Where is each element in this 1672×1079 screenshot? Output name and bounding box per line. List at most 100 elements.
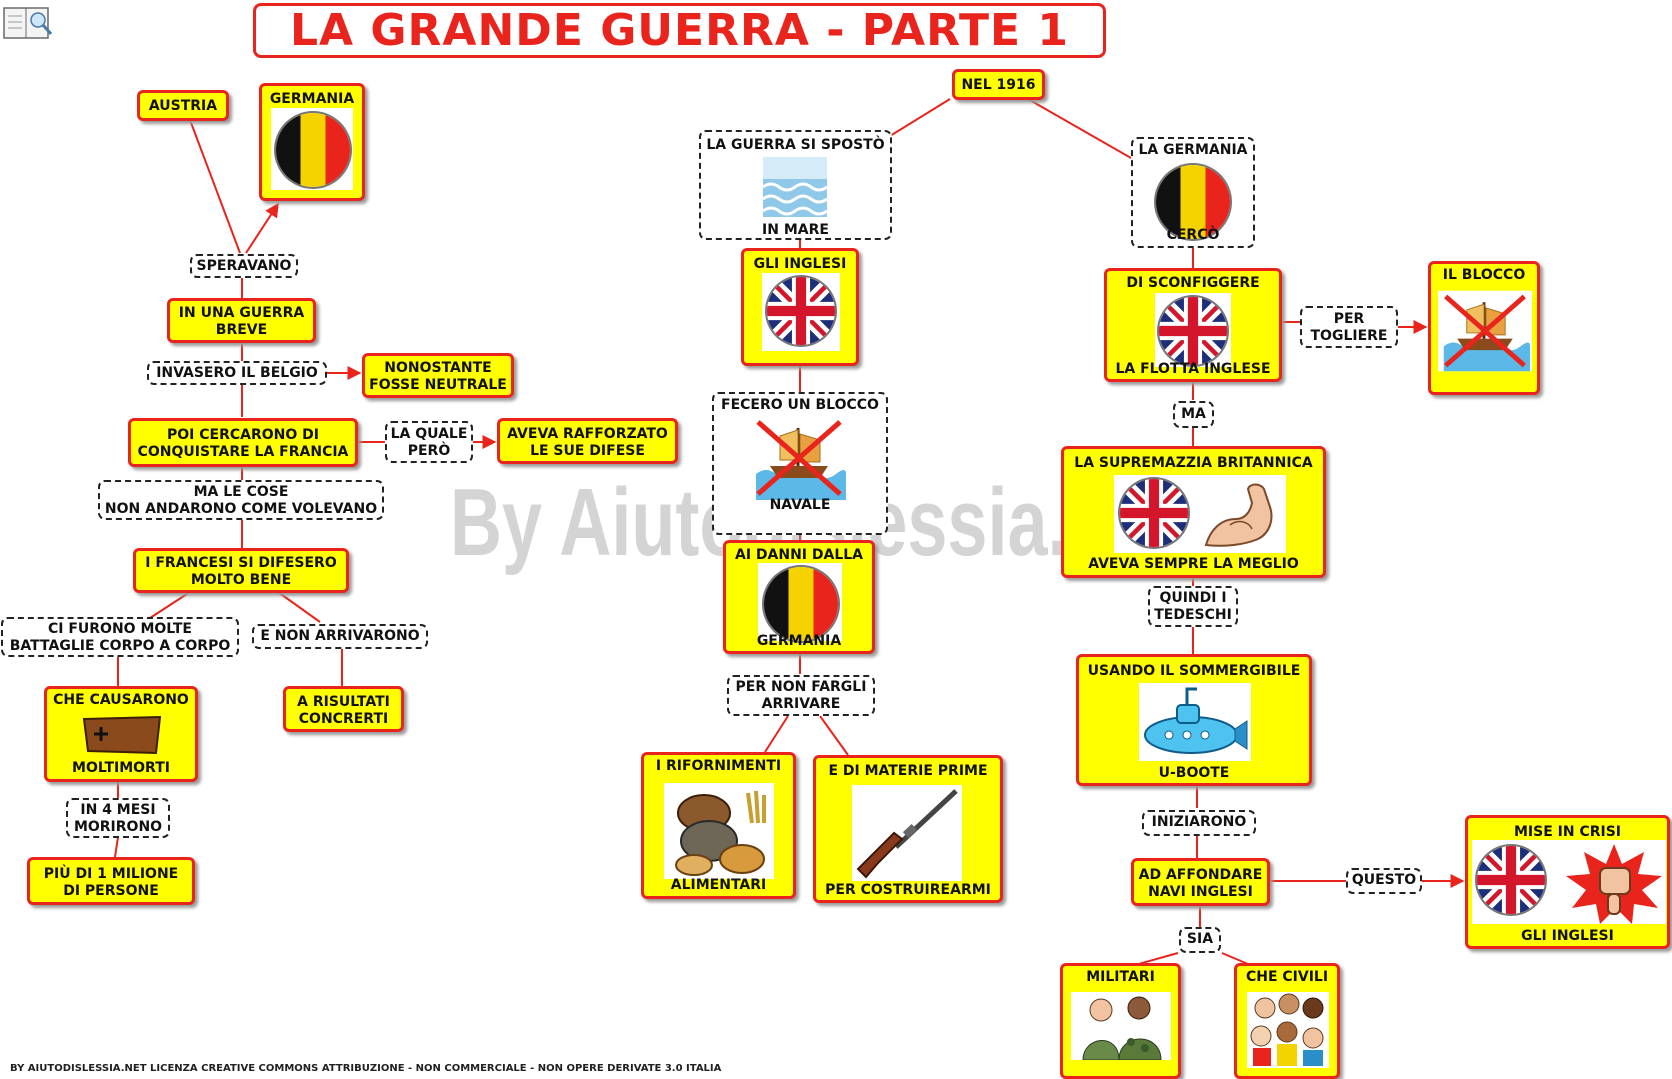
node-materie-line2: PER COSTRUIREARMI [825, 882, 991, 898]
label-in-4-mesi-line2: MORIRONO [73, 819, 163, 835]
node-austria: AUSTRIA [137, 90, 229, 121]
label-iniziarono: INIZIARONO [1142, 810, 1256, 836]
label-sia: SIA [1179, 927, 1221, 953]
node-militari: MILITARI [1060, 963, 1181, 1079]
node-crisi: MISE IN CRISI GLI INGLESI [1465, 815, 1670, 949]
node-poi-cercarono: POI CERCARONO DI CONQUISTARE LA FRANCIA [128, 418, 358, 467]
node-rafforzato-line2: LE SUE DIFESE [530, 443, 645, 459]
node-danni-line2: GERMANIA [756, 633, 842, 649]
book-logo-icon [3, 7, 53, 39]
label-quindi-line2: TEDESCHI [1154, 607, 1232, 623]
label-si-sposto-line1: LA GUERRA SI SPOSTÒ [706, 137, 885, 153]
node-francesi-line1: I FRANCESI SI DIFESERO [145, 555, 337, 571]
node-causarono-line2: MOLTIMORTI [72, 760, 170, 776]
node-militari-label: MILITARI [1086, 969, 1155, 985]
label-non-arrivarono-text: E NON ARRIVARONO [260, 628, 420, 644]
label-speravano-text: SPERAVANO [196, 258, 292, 274]
node-sconfiggere: DI SCONFIGGERE LA FLOTTA INGLESE [1104, 268, 1282, 382]
node-austria-label: AUSTRIA [148, 98, 218, 114]
page-title: LA GRANDE GUERRA - PARTE 1 [253, 3, 1106, 58]
label-questo-text: QUESTO [1351, 872, 1417, 888]
node-rafforzato: AVEVA RAFFORZATO LE SUE DIFESE [497, 418, 678, 464]
node-civili-label: CHE CIVILI [1245, 969, 1329, 985]
node-risultati-line1: A RISULTATI [297, 694, 390, 710]
label-per-non-line2: ARRIVARE [761, 696, 841, 712]
node-nel-1916: NEL 1916 [952, 69, 1045, 100]
label-ma: MA [1173, 401, 1214, 428]
label-invasero: INVASERO IL BELGIO [147, 361, 327, 385]
label-si-sposto: LA GUERRA SI SPOSTÒ IN MARE [699, 130, 892, 240]
node-milione-line2: DI PERSONE [63, 883, 159, 899]
node-civili: CHE CIVILI [1234, 963, 1340, 1079]
crossed-ship-icon [750, 416, 848, 500]
label-germania-cerco: LA GERMANIA CERCÒ [1131, 137, 1255, 248]
label-sia-text: SIA [1186, 931, 1214, 947]
belgium-flag-icon [764, 567, 838, 641]
label-per-non: PER NON FARGLI ARRIVARE [727, 675, 875, 716]
coffin-icon [82, 715, 162, 755]
label-germania-cerco-line1: LA GERMANIA [1138, 142, 1248, 158]
label-si-sposto-line2: IN MARE [762, 222, 829, 238]
node-gli-inglesi-label: GLI INGLESI [753, 256, 847, 272]
crossed-ship-icon [1438, 290, 1532, 372]
node-rafforzato-line1: AVEVA RAFFORZATO [507, 426, 668, 442]
label-in-4-mesi: IN 4 MESI MORIRONO [66, 798, 170, 838]
label-blocco-line2: NAVALE [769, 497, 831, 513]
label-questo: QUESTO [1346, 868, 1422, 894]
label-quindi: QUINDI I TEDESCHI [1148, 586, 1238, 627]
node-nonostante-line2: FOSSE NEUTRALE [369, 377, 507, 393]
node-affondare-line2: NAVI INGLESI [1148, 884, 1253, 900]
node-sconfiggere-line2: LA FLOTTA INGLESE [1115, 361, 1271, 377]
node-risultati-line2: CONCRERTI [298, 711, 389, 727]
node-francesi-line2: MOLTO BENE [190, 572, 292, 588]
label-la-quale-line1: LA QUALE [390, 426, 468, 442]
label-per-togliere-line1: PER [1333, 311, 1365, 327]
node-il-blocco: IL BLOCCO [1428, 261, 1540, 395]
label-ma-text: MA [1181, 406, 1206, 422]
label-invasero-text: INVASERO IL BELGIO [156, 365, 318, 381]
node-danni-line1: AI DANNI DALLA [734, 547, 864, 563]
label-speravano: SPERAVANO [190, 254, 298, 278]
node-nonostante-line1: NONOSTANTE [384, 360, 492, 376]
node-milione-line1: PIÙ DI 1 MILIONE [43, 866, 179, 882]
label-quindi-line1: QUINDI I [1159, 590, 1227, 606]
belgium-flag-icon [1156, 165, 1230, 239]
node-sommergibile-line1: USANDO IL SOMMERGIBILE [1087, 663, 1301, 679]
node-materie-line1: E DI MATERIE PRIME [828, 763, 988, 779]
thumbs-down-icon [1566, 844, 1662, 924]
node-milione: PIÙ DI 1 MILIONE DI PERSONE [27, 857, 195, 905]
rifle-icon [852, 785, 962, 881]
label-la-quale-line2: PERÒ [407, 443, 451, 459]
node-danni: AI DANNI DALLA GERMANIA [723, 540, 875, 654]
submarine-icon [1139, 683, 1251, 761]
node-rifornimenti: I RIFORNIMENTI ALIMENTARI [641, 752, 796, 899]
node-crisi-line1: MISE IN CRISI [1513, 824, 1622, 840]
label-ma-le-cose: MA LE COSE NON ANDARONO COME VOLEVANO [98, 480, 384, 520]
uk-flag-icon [1159, 297, 1227, 365]
node-poi-cercarono-line1: POI CERCARONO DI [167, 427, 319, 443]
food-sacks-icon [664, 783, 774, 879]
node-rifornimenti-line2: ALIMENTARI [670, 877, 767, 893]
uk-flag-icon [767, 277, 835, 345]
label-germania-cerco-line2: CERCÒ [1166, 227, 1220, 243]
node-francesi: I FRANCESI SI DIFESERO MOLTO BENE [133, 548, 349, 593]
license-footer: BY AIUTODISLESSIA.NET LICENZA CREATIVE C… [10, 1063, 722, 1074]
label-la-quale: LA QUALE PERÒ [385, 421, 473, 463]
node-nonostante: NONOSTANTE FOSSE NEUTRALE [362, 353, 514, 398]
node-risultati: A RISULTATI CONCRERTI [283, 686, 404, 732]
node-supremazia-line2: AVEVA SEMPRE LA MEGLIO [1088, 556, 1299, 572]
node-affondare-line1: AD AFFONDARE [1138, 867, 1263, 883]
uk-flag-icon [1477, 846, 1545, 914]
node-supremazia: LA SUPREMAZZIA BRITANNICA AVEVA SEMPRE L… [1061, 446, 1326, 578]
label-ma-le-cose-line1: MA LE COSE [193, 484, 289, 500]
node-supremazia-line1: LA SUPREMAZZIA BRITANNICA [1074, 455, 1313, 471]
label-battaglie-line2: BATTAGLIE CORPO A CORPO [9, 638, 231, 654]
node-gli-inglesi: GLI INGLESI [741, 248, 859, 366]
node-guerra-breve: IN UNA GUERRA BREVE [167, 298, 316, 343]
belgium-flag-icon [276, 113, 350, 187]
node-germania-label: GERMANIA [269, 91, 355, 107]
node-poi-cercarono-line2: CONQUISTARE LA FRANCIA [137, 444, 349, 460]
label-iniziarono-text: INIZIARONO [1151, 814, 1247, 830]
label-per-togliere: PER TOGLIERE [1300, 306, 1398, 348]
sea-waves-icon [763, 157, 827, 217]
